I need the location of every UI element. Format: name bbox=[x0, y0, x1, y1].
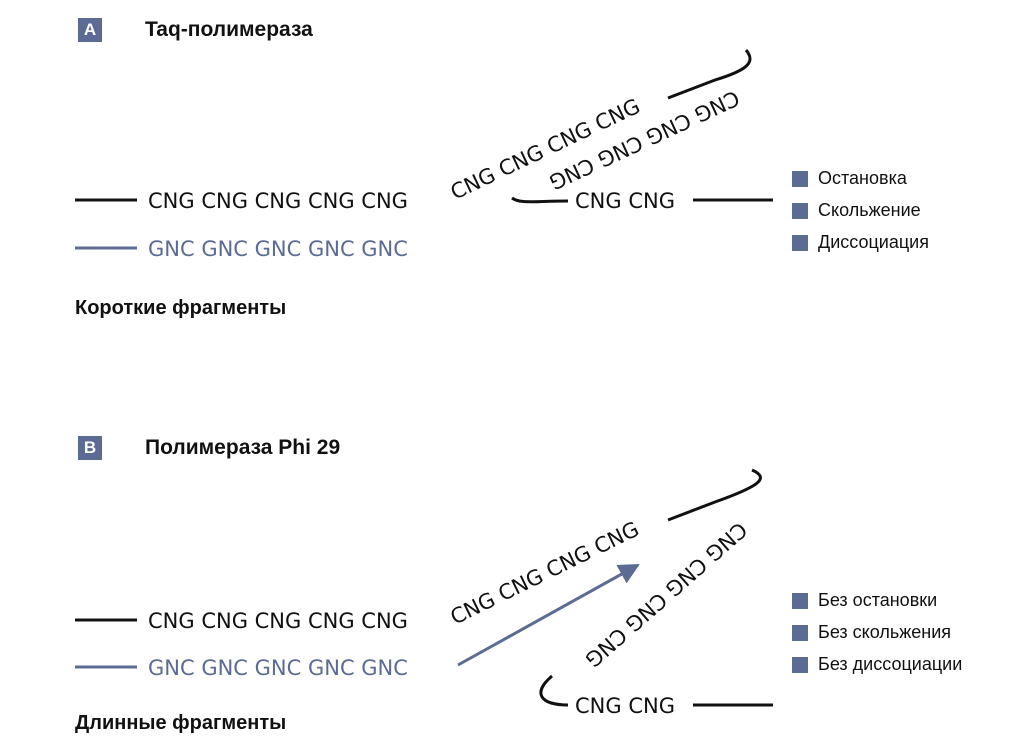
hairpin-loop bbox=[667, 49, 752, 100]
lower-hook bbox=[539, 674, 569, 707]
hairpin-loop bbox=[667, 468, 762, 522]
primer-sequence: GNC GNC GNC GNC GNC bbox=[148, 656, 408, 680]
panel-a: A Taq-полимераза Короткие фрагменты Оста… bbox=[0, 0, 1024, 370]
legend-swatch bbox=[792, 235, 808, 251]
legend-label: Диссоциация bbox=[818, 232, 929, 252]
panel-title: Taq-полимераза bbox=[145, 18, 313, 41]
legend-label: Скольжение bbox=[818, 200, 921, 220]
diagram-a: CNG CNG CNG CNG CNG GNC GNC GNC GNC GNC … bbox=[75, 49, 773, 261]
legend-label: Остановка bbox=[818, 168, 907, 188]
legend-swatch bbox=[792, 203, 808, 219]
upper-strand-sequence: CNG CNG CNG CNG bbox=[447, 517, 643, 630]
slip-hook bbox=[511, 196, 569, 204]
tail-sequence: CNG CNG bbox=[575, 694, 675, 718]
extension-arrow bbox=[457, 563, 640, 667]
template-sequence: CNG CNG CNG CNG CNG bbox=[148, 609, 408, 633]
legend-swatch bbox=[792, 171, 808, 187]
diagram-b: CNG CNG CNG CNG CNG GNC GNC GNC GNC GNC … bbox=[75, 468, 773, 718]
tail-sequence: CNG CNG bbox=[575, 189, 675, 213]
primer-sequence: GNC GNC GNC GNC GNC bbox=[148, 237, 408, 261]
upper-strand-path: CNG CNG CNG CNG bbox=[447, 517, 643, 630]
panel-caption: Короткие фрагменты bbox=[75, 297, 287, 319]
panel-badge: A bbox=[78, 18, 102, 42]
template-sequence: CNG CNG CNG CNG CNG bbox=[148, 189, 408, 213]
